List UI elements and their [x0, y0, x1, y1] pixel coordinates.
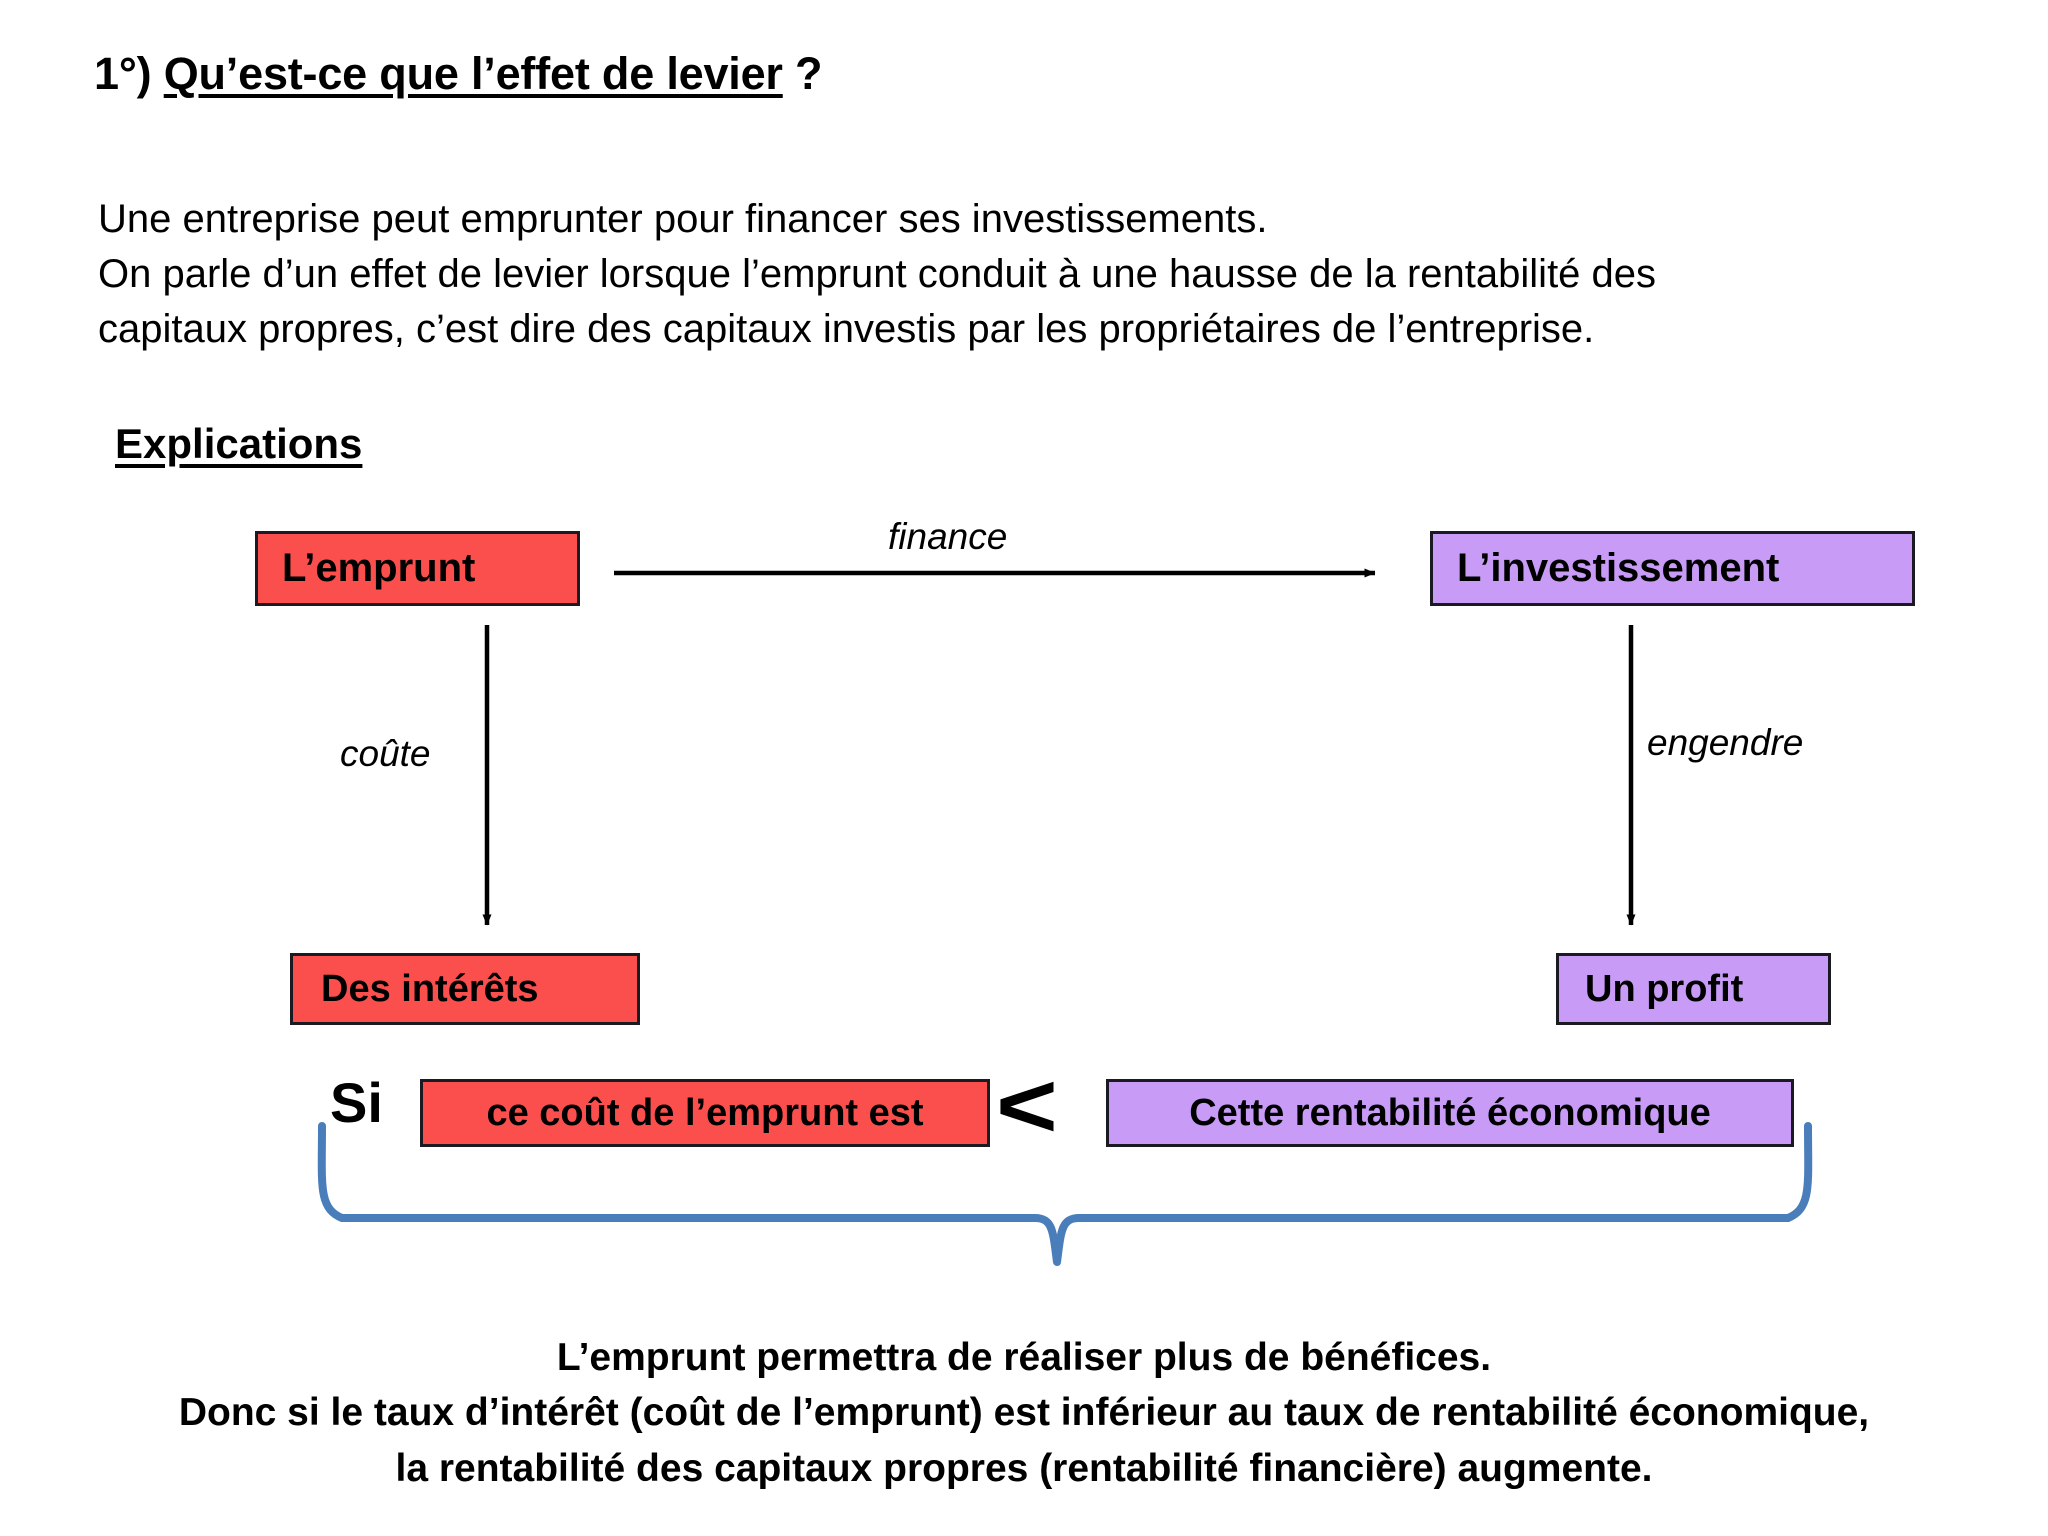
arrow-label-engendre: engendre — [1647, 722, 1804, 763]
diagram-box-des-interets[interactable]: Des intérêts — [290, 953, 640, 1025]
diagram-box-un-profit[interactable]: Un profit — [1556, 953, 1831, 1025]
diagram-box-rentabilite-economique[interactable]: Cette rentabilité économique — [1106, 1079, 1794, 1147]
page-title: 1°) Qu’est-ce que l’effet de levier ? — [94, 48, 823, 100]
condition-word-si: Si — [330, 1071, 383, 1134]
conclusion-text: L’emprunt permettra de réaliser plus de … — [0, 1330, 2048, 1496]
conclusion-line-1: L’emprunt permettra de réaliser plus de … — [556, 1336, 1492, 1379]
arrow-label-finance: finance — [888, 516, 1008, 557]
arrow-label-coute: coûte — [340, 733, 431, 774]
title-suffix: ? — [782, 48, 823, 99]
diagram-box-investissement[interactable]: L’investissement — [1430, 531, 1915, 606]
intro-line-3: capitaux propres, c’est dire des capitau… — [98, 307, 1595, 352]
conclusion-line-3: la rentabilité des capitaux propres (ren… — [395, 1446, 1653, 1490]
intro-paragraph: Une entreprise peut emprunter pour finan… — [98, 192, 1998, 358]
title-prefix: 1°) — [94, 48, 164, 99]
title-underlined-part: Qu’est-ce que l’effet de levier — [163, 48, 783, 99]
section-heading-explications: Explications — [115, 420, 363, 467]
diagram-box-cout-emprunt[interactable]: ce coût de l’emprunt est — [420, 1079, 990, 1147]
intro-line-1: Une entreprise peut emprunter pour finan… — [98, 197, 1268, 241]
intro-line-2: On parle d’un effet de levier lorsque l’… — [98, 252, 1657, 297]
conclusion-line-2: Donc si le taux d’intérêt (coût de l’emp… — [178, 1391, 1870, 1435]
less-than-icon: < — [995, 1055, 1058, 1157]
diagram-box-emprunt[interactable]: L’emprunt — [255, 531, 580, 606]
